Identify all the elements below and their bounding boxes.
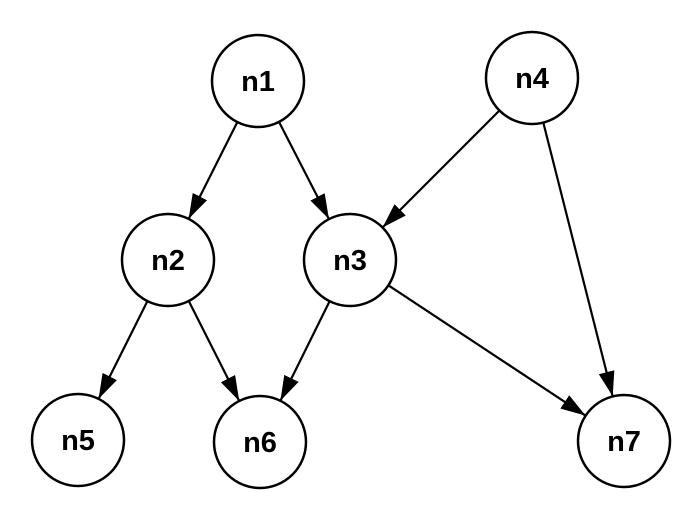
node-label-n1: n1 [241,66,275,98]
node-circle-n6 [212,394,308,490]
edge-n1-n2 [187,121,239,220]
node-n5: n5 [30,392,126,488]
node-circle-n4 [484,30,580,126]
edge-n3-n6 [279,300,331,402]
node-n3: n3 [302,212,398,308]
node-circle-n7 [576,393,672,489]
node-label-n4: n4 [515,63,549,95]
node-circle-n1 [210,33,306,129]
node-label-n7: n7 [607,426,641,458]
node-n4: n4 [484,30,580,126]
node-label-n5: n5 [61,425,95,457]
node-n1: n1 [210,33,306,129]
node-label-n3: n3 [333,245,367,277]
edge-n2-n5 [97,300,149,400]
edge-n2-n6 [187,300,241,402]
edge-n4-n3 [381,109,501,229]
node-label-n6: n6 [243,427,277,459]
edge-n3-n7 [387,284,587,417]
node-label-n2: n2 [151,245,185,277]
edge-n4-n7 [542,122,615,397]
node-n2: n2 [120,212,216,308]
node-circle-n2 [120,212,216,308]
node-n7: n7 [576,393,672,489]
node-circle-n3 [302,212,398,308]
node-circle-n5 [30,392,126,488]
edge-n1-n3 [278,121,330,220]
node-n6: n6 [212,394,308,490]
